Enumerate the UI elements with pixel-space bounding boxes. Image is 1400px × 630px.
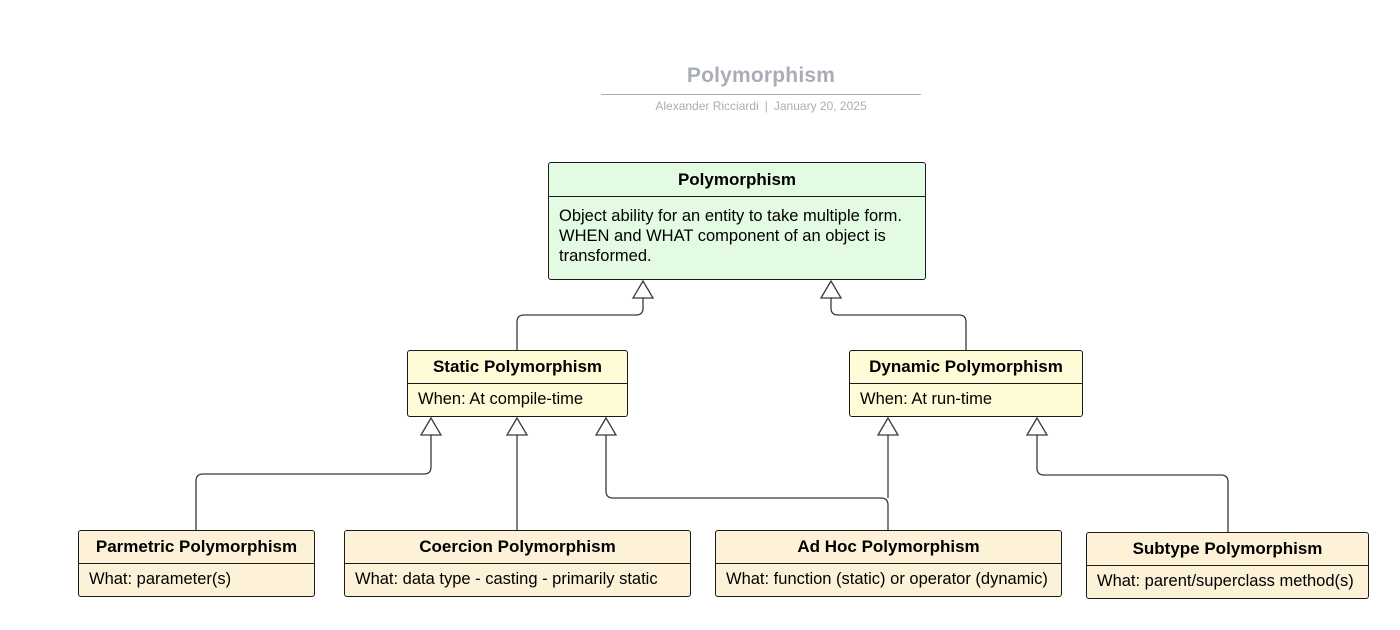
class-subtype-what: What: parent/superclass method(s) xyxy=(1097,572,1354,590)
edge-static-to-root xyxy=(516,298,644,350)
class-adhoc-what: What: function (static) or operator (dyn… xyxy=(726,570,1048,588)
author-name: Alexander Ricciardi xyxy=(655,99,759,113)
class-polymorphism-title: Polymorphism xyxy=(549,163,925,197)
arrowhead-subtype-to-dynamic xyxy=(1025,416,1049,436)
edge-parametric-to-static xyxy=(195,435,432,530)
class-adhoc-polymorphism: Ad Hoc Polymorphism What: function (stat… xyxy=(715,530,1062,597)
byline-separator: | xyxy=(764,99,768,113)
arrowhead-parametric-to-static xyxy=(419,416,443,436)
class-dynamic-title: Dynamic Polymorphism xyxy=(850,351,1082,384)
class-static-when: When: At compile-time xyxy=(418,390,584,408)
arrowhead-dynamic-to-root xyxy=(819,279,843,299)
class-static-polymorphism: Static Polymorphism When: At compile-tim… xyxy=(407,350,628,417)
class-coercion-polymorphism: Coercion Polymorphism What: data type - … xyxy=(344,530,691,597)
class-parametric-polymorphism: Parmetric Polymorphism What: parameter(s… xyxy=(78,530,315,597)
arrowhead-adhoc-to-dynamic xyxy=(876,416,900,436)
arrowhead-adhoc-to-static xyxy=(594,416,618,436)
class-subtype-title: Subtype Polymorphism xyxy=(1087,533,1368,566)
class-coercion-title: Coercion Polymorphism xyxy=(345,531,690,564)
class-coercion-what: What: data type - casting - primarily st… xyxy=(355,570,658,588)
arrowhead-coercion-to-static xyxy=(505,416,529,436)
title-divider xyxy=(601,94,921,95)
publish-date: January 20, 2025 xyxy=(773,99,867,113)
class-static-title: Static Polymorphism xyxy=(408,351,627,384)
description-line: transformed. xyxy=(559,247,652,265)
class-dynamic-polymorphism: Dynamic Polymorphism When: At run-time xyxy=(849,350,1083,417)
diagram-title: Polymorphism xyxy=(686,64,836,87)
description-line: Object ability for an entity to take mul… xyxy=(559,207,902,225)
class-parametric-title: Parmetric Polymorphism xyxy=(79,531,314,564)
class-dynamic-when: When: At run-time xyxy=(860,390,993,408)
edge-dynamic-to-root xyxy=(830,298,967,350)
class-parametric-what: What: parameter(s) xyxy=(89,570,232,588)
edge-subtype-to-dynamic xyxy=(1036,435,1229,532)
class-subtype-polymorphism: Subtype Polymorphism What: parent/superc… xyxy=(1086,532,1369,599)
diagram-byline: Alexander Ricciardi | January 20, 2025 xyxy=(601,99,921,113)
arrowhead-static-to-root xyxy=(631,279,655,299)
class-adhoc-title: Ad Hoc Polymorphism xyxy=(716,531,1061,564)
class-polymorphism: Polymorphism Object ability for an entit… xyxy=(548,162,926,280)
description-line: WHEN and WHAT component of an object is xyxy=(559,227,886,245)
edge-adhoc-to-static xyxy=(605,435,889,530)
class-polymorphism-description: Object ability for an entity to take mul… xyxy=(549,197,925,266)
